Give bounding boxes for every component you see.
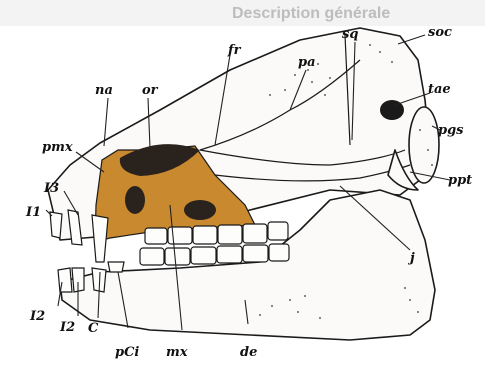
label-or: or	[142, 83, 159, 98]
paraoccipital-process	[409, 107, 439, 183]
label-ppt: ppt	[448, 173, 472, 188]
upper-tooth	[145, 228, 167, 244]
canine-socket	[108, 262, 124, 272]
upper-tooth	[243, 224, 267, 243]
label-na: na	[95, 83, 113, 98]
upper-tooth	[268, 222, 288, 240]
lower-tooth	[269, 244, 289, 261]
lower-tooth-row	[140, 244, 289, 265]
lower-incisor-I2	[58, 268, 72, 292]
label-I3: I3	[43, 181, 59, 196]
maxillary-fossa	[184, 200, 216, 220]
lower-tooth	[140, 248, 164, 265]
label-pgs: pgs	[438, 123, 464, 138]
infraorbital-foramen	[125, 186, 145, 214]
label-sq: sq	[342, 27, 358, 42]
label-I1: I1	[25, 205, 41, 220]
upper-tooth	[218, 225, 242, 244]
label-soc: soc	[428, 25, 452, 40]
label-C: C	[88, 321, 99, 336]
label-pmx: pmx	[42, 140, 73, 155]
label-de: de	[240, 345, 257, 360]
label-mx: mx	[166, 345, 188, 360]
lower-tooth	[217, 246, 242, 263]
upper-tooth	[193, 226, 217, 244]
label-tae: tae	[428, 82, 451, 97]
header-text: Description générale	[232, 5, 390, 22]
label-pa: pa	[298, 55, 316, 70]
label-fr: fr	[227, 43, 242, 58]
lower-tooth	[191, 247, 216, 264]
label-I2-right: I2	[59, 320, 75, 335]
lower-tooth	[165, 248, 190, 265]
label-pCi: pCi	[115, 345, 139, 360]
upper-canine	[92, 215, 108, 262]
label-I2-left: I2	[29, 309, 45, 324]
lower-tooth	[243, 245, 268, 262]
upper-tooth	[168, 227, 192, 244]
